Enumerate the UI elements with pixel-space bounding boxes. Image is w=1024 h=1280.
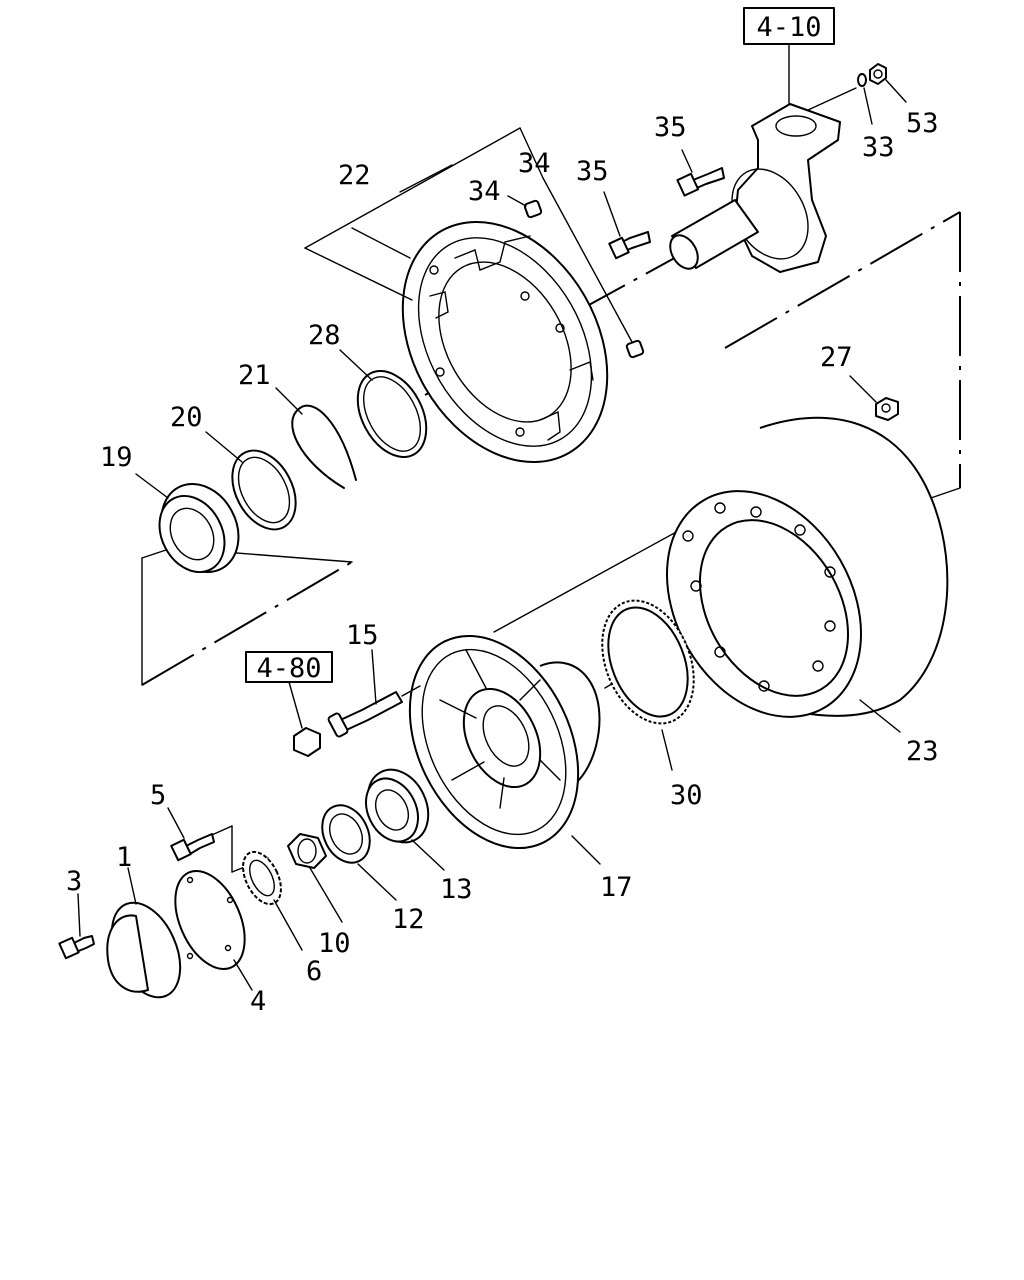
part-35-bolt-upper[interactable] <box>676 149 725 197</box>
part-34-plug-top[interactable] <box>507 195 543 219</box>
part-53-nut[interactable] <box>869 63 907 103</box>
label-part-12: 12 <box>392 904 425 935</box>
label-part-35-upper: 35 <box>654 112 687 143</box>
part-15-stud[interactable] <box>327 649 421 738</box>
reference-label-4-10: 4-10 <box>756 12 821 43</box>
part-19-bearing[interactable] <box>135 470 253 585</box>
label-part-17: 17 <box>600 872 633 903</box>
label-part-6: 6 <box>306 956 322 987</box>
steering-knuckle[interactable] <box>665 43 857 274</box>
part-30-sensor-ring[interactable] <box>585 587 711 771</box>
label-part-28: 28 <box>308 320 341 351</box>
label-part-13: 13 <box>440 874 473 905</box>
label-part-53: 53 <box>906 108 939 139</box>
label-part-4: 4 <box>250 986 266 1017</box>
label-part-30: 30 <box>670 780 703 811</box>
part-4-gasket[interactable] <box>161 860 258 991</box>
part-35-bolt-lower[interactable] <box>603 191 651 260</box>
part-13-bearing[interactable] <box>356 760 445 871</box>
label-part-20: 20 <box>170 402 203 433</box>
part-22-leader <box>304 127 544 301</box>
label-part-33: 33 <box>862 132 895 163</box>
part-17-hub[interactable] <box>377 608 612 876</box>
label-part-22: 22 <box>338 160 371 191</box>
label-part-34-side: 34 <box>518 148 551 179</box>
label-part-15: 15 <box>346 620 379 651</box>
reference-box-4-80[interactable]: 4-80 <box>245 651 333 684</box>
label-part-27: 27 <box>820 342 853 373</box>
reference-box-4-10[interactable]: 4-10 <box>743 7 835 45</box>
part-22-backing-plate[interactable] <box>361 185 648 499</box>
part-28-seal-ring[interactable] <box>339 349 440 469</box>
label-part-19: 19 <box>100 442 133 473</box>
label-part-1: 1 <box>116 842 132 873</box>
label-part-3: 3 <box>66 866 82 897</box>
label-part-10: 10 <box>318 928 351 959</box>
part-labels: 1 3 4 5 6 10 12 13 15 17 19 20 21 22 23 … <box>66 108 939 1017</box>
part-20-seal[interactable] <box>205 431 308 540</box>
part-27-nut[interactable] <box>849 375 899 421</box>
label-part-34-top: 34 <box>468 176 501 207</box>
part-1-hub-cap[interactable] <box>98 867 193 1008</box>
part-5-bolt[interactable] <box>167 807 215 862</box>
part-6-lock-washer[interactable] <box>235 846 303 951</box>
label-part-35-lower: 35 <box>576 156 609 187</box>
part-3-bolt[interactable] <box>58 893 95 960</box>
part-21-snap-ring[interactable] <box>275 387 357 489</box>
drum-top-dash <box>724 211 961 349</box>
part-12-seal[interactable] <box>313 797 397 901</box>
part-34-plug-side[interactable] <box>542 177 645 359</box>
bracket-lower-dash <box>141 561 353 686</box>
label-part-5: 5 <box>150 780 166 811</box>
label-part-21: 21 <box>238 360 271 391</box>
label-part-23: 23 <box>906 736 939 767</box>
reference-label-4-80: 4-80 <box>256 653 321 684</box>
part-23-brake-drum[interactable] <box>628 416 949 752</box>
ref-4-80-nut[interactable] <box>288 681 321 757</box>
part-10-hub-nut[interactable] <box>287 833 343 923</box>
part-33-washer[interactable] <box>857 73 873 125</box>
